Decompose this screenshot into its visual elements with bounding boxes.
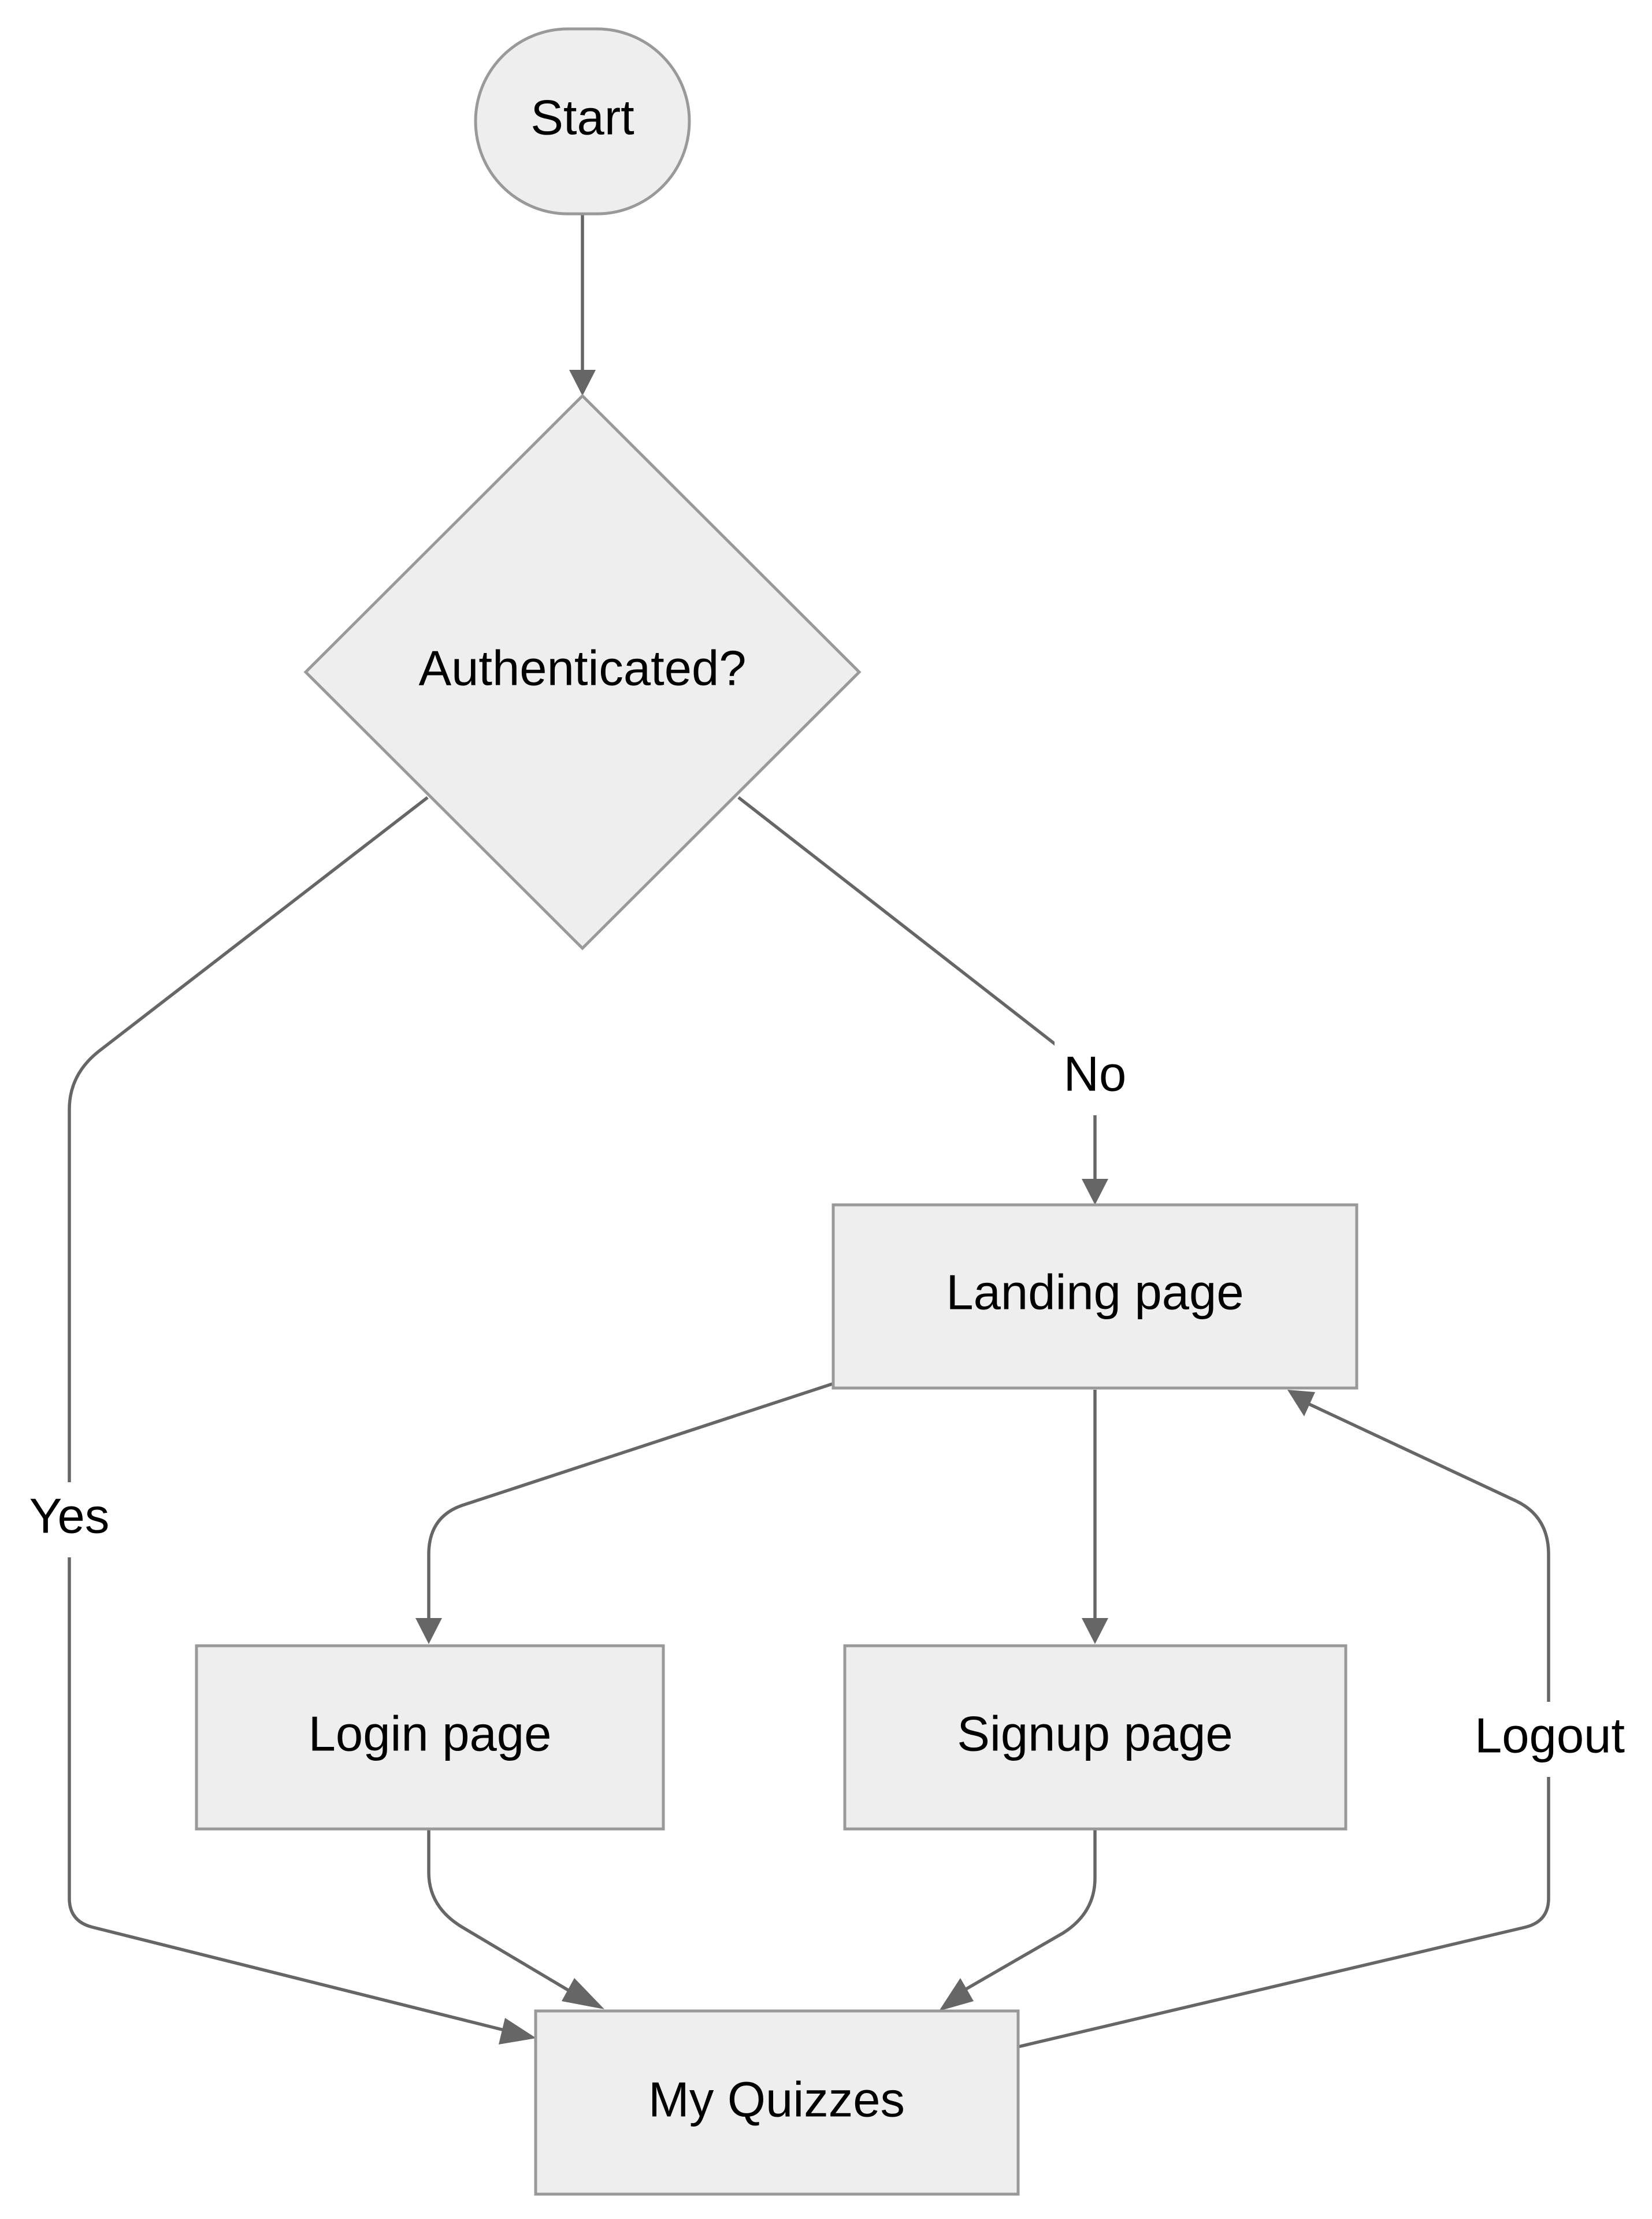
node-signup-page[interactable]: Signup page — [843, 1644, 1347, 1831]
arrowhead-quizzes-signup — [939, 1978, 974, 2011]
edge-label-logout: Logout — [1475, 1708, 1625, 1763]
node-landing-page[interactable]: Landing page — [831, 1203, 1358, 1390]
arrowhead-signup — [1082, 1618, 1108, 1644]
edge-login-to-quizzes — [427, 1830, 604, 2009]
edge-landing-to-signup — [1082, 1390, 1108, 1644]
node-landing-page-label: Landing page — [946, 1265, 1243, 1320]
edges: Yes No — [23, 214, 1627, 2049]
node-my-quizzes[interactable]: My Quizzes — [534, 2009, 1020, 2196]
edge-signup-to-quizzes — [939, 1830, 1097, 2011]
node-login-page[interactable]: Login page — [195, 1644, 665, 1831]
edge-landing-to-login — [415, 1382, 833, 1644]
arrowhead-quizzes-login — [562, 1978, 604, 2009]
node-start-label: Start — [530, 90, 634, 145]
edge-label-yes: Yes — [29, 1489, 110, 1543]
node-authenticated[interactable]: Authenticated? — [303, 394, 862, 951]
arrowhead-login — [415, 1618, 442, 1644]
edge-authenticated-no: No — [737, 796, 1135, 1205]
arrowhead-landing — [1082, 1179, 1108, 1205]
edge-label-no: No — [1064, 1047, 1127, 1101]
arrowhead-landing-logout — [1287, 1390, 1315, 1416]
node-authenticated-label: Authenticated? — [418, 641, 746, 696]
nodes: Start Authenticated? Landing page Login … — [195, 27, 1358, 2196]
node-login-page-label: Login page — [309, 1706, 552, 1761]
arrowhead-authenticated — [569, 370, 596, 396]
arrowhead-quizzes-yes — [499, 2018, 536, 2044]
edge-start-to-authenticated — [569, 214, 596, 396]
node-start[interactable]: Start — [474, 27, 691, 216]
edge-logout: Logout — [1018, 1390, 1627, 2049]
node-my-quizzes-label: My Quizzes — [648, 2072, 905, 2127]
node-signup-page-label: Signup page — [957, 1706, 1232, 1761]
edge-authenticated-yes: Yes — [23, 796, 536, 2044]
